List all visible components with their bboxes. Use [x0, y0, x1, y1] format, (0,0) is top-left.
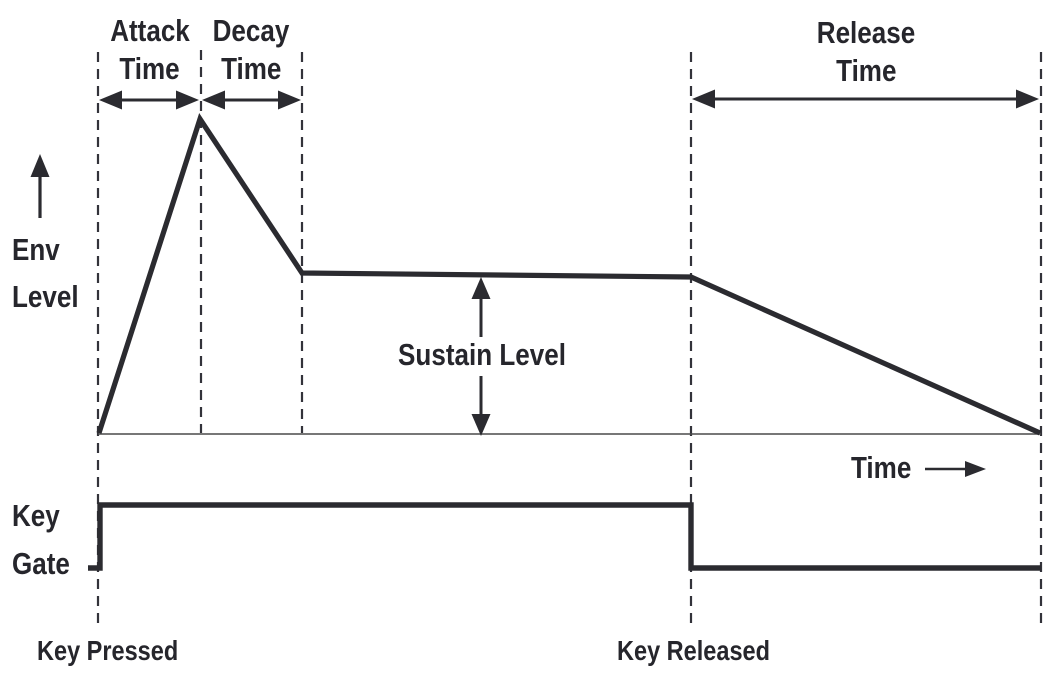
env-level-axis-label-line2: Level	[12, 279, 79, 314]
key-gate-signal	[88, 502, 1041, 571]
attack-time-label: Attack Time	[103, 12, 198, 88]
key-gate-label-line1: Key	[12, 498, 60, 533]
attack-time-label-line2: Time	[119, 51, 181, 86]
release-time-label-line2: Time	[835, 53, 897, 88]
key-gate-label-line2: Gate	[12, 546, 70, 581]
decay-time-label-line2: Time	[220, 51, 282, 86]
decay-time-label-line1: Decay	[212, 13, 290, 48]
sustain-level-label: Sustain Level	[398, 337, 566, 372]
decay-time-label: Decay Time	[205, 12, 296, 88]
env-level-axis-arrow-icon	[30, 154, 50, 218]
release-time-label: Release Time	[807, 14, 924, 90]
attack-duration-arrow-icon	[99, 90, 199, 110]
envelope-curve	[96, 113, 1042, 436]
key-pressed-label: Key Pressed	[37, 635, 179, 666]
key-gate-label: Key Gate	[12, 492, 81, 588]
time-axis-label: Time	[851, 450, 912, 485]
attack-time-label-line1: Attack	[110, 13, 190, 48]
sustain-level-arrow-icon	[471, 277, 491, 436]
env-level-axis-label: Env Level	[12, 226, 91, 320]
time-axis-arrow-icon	[925, 461, 986, 477]
env-level-axis-label-line1: Env	[12, 232, 60, 267]
release-time-label-line1: Release	[816, 15, 916, 50]
decay-duration-arrow-icon	[202, 90, 301, 110]
key-released-label: Key Released	[617, 635, 770, 666]
release-duration-arrow-icon	[692, 89, 1039, 109]
